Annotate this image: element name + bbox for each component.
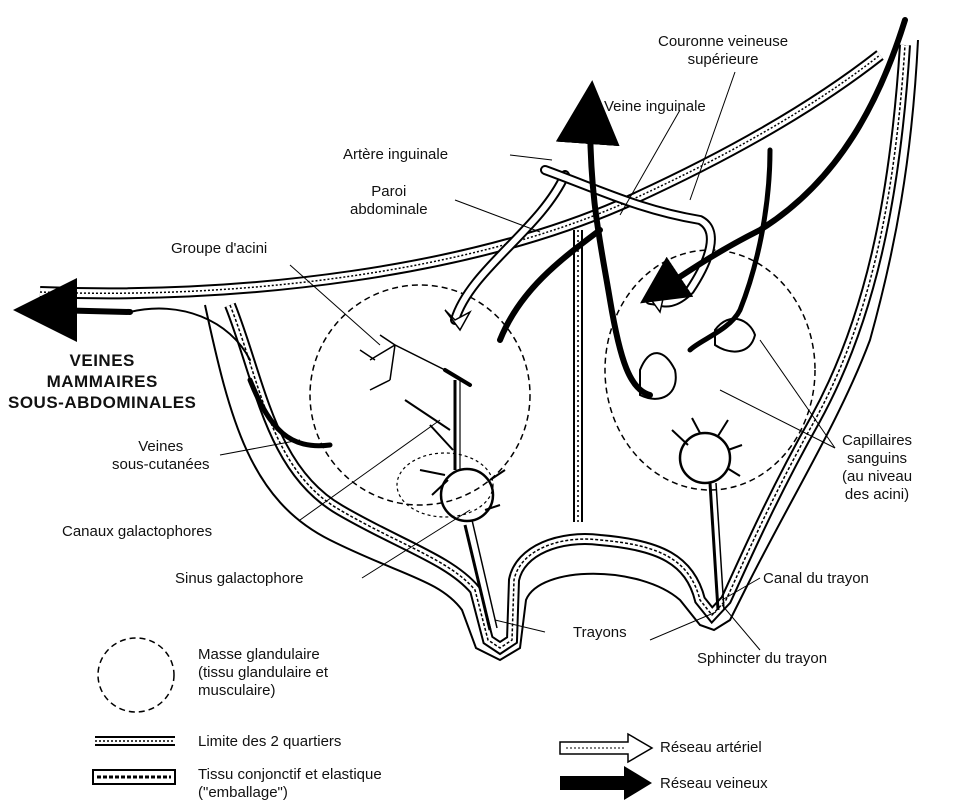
legend-arterial-symbol	[560, 734, 652, 762]
gland-mass-left	[310, 285, 530, 505]
label-couronne-veineuse: Couronne veineuse supérieure	[658, 33, 788, 69]
legend-tissue-symbol	[93, 770, 175, 784]
label-paroi-abdominale: Paroi abdominale	[350, 183, 428, 219]
label-groupe-acini: Groupe d'acini	[171, 240, 267, 258]
abdominal-wall	[40, 55, 880, 293]
legend-masse-glandulaire: Masse glandulaire (tissu glandulaire et …	[198, 646, 328, 700]
label-artere-inguinale: Artère inguinale	[343, 146, 448, 164]
legend-reseau-veineux: Réseau veineux	[660, 775, 768, 793]
quarter-limit	[574, 230, 582, 522]
label-sinus-galactophore: Sinus galactophore	[175, 570, 303, 588]
label-canal-trayon: Canal du trayon	[763, 570, 869, 588]
label-veine-inguinale: Veine inguinale	[604, 98, 706, 116]
legend-limit-symbol	[95, 737, 175, 745]
legend-reseau-arteriel: Réseau artériel	[660, 739, 762, 757]
legend-venous-symbol	[560, 766, 652, 800]
label-veines-mammaires: VEINES MAMMAIRES SOUS-ABDOMINALES	[8, 350, 196, 413]
label-sphincter-trayon: Sphincter du trayon	[697, 650, 827, 668]
legend-gland-symbol	[98, 638, 174, 712]
label-trayons: Trayons	[573, 624, 627, 642]
legend-limite-quartiers: Limite des 2 quartiers	[198, 733, 341, 751]
label-veines-sous-cutanees: Veines sous-cutanées	[112, 438, 210, 474]
label-capillaires-sanguins: Capillaires sanguins (au niveau des acin…	[842, 432, 912, 504]
gland-mass-right	[605, 250, 815, 490]
udder-envelope	[205, 40, 918, 660]
legend-tissu-conjonctif: Tissu conjonctif et elastique ("emballag…	[198, 766, 382, 802]
label-canaux-galactophores: Canaux galactophores	[62, 523, 212, 541]
